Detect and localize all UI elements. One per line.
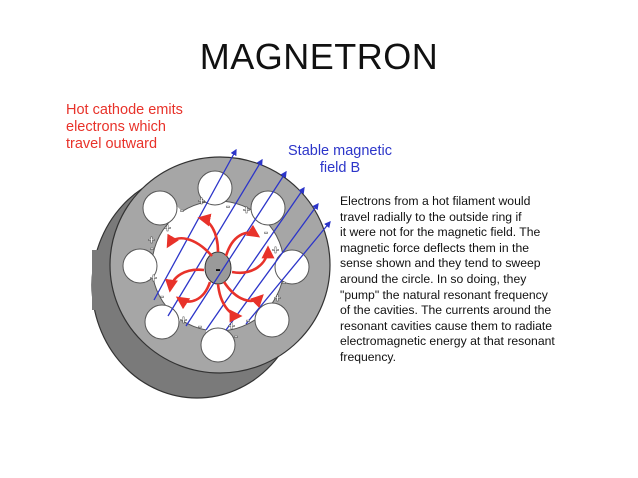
cathode: - [204,251,232,285]
description-line: travel radially to the outside ring if [340,209,522,224]
minus-sign: - [180,203,184,217]
description-line: electromagnetic energy at that resonant [340,334,555,349]
minus-sign: - [246,313,250,327]
electron-path-arrow [216,283,243,323]
electron-path-arrow [231,245,275,275]
field-line-arrow [167,158,263,317]
cavity [122,248,166,284]
cavity [200,320,236,363]
field-label-line: Stable magnetic [288,143,392,159]
electron-paths [165,213,275,323]
description-line: resonant cavities cause them to radiate [340,318,553,333]
page-title: MAGNETRON [199,36,439,77]
description-line: magnetic force deflects them in the [340,240,530,255]
plus-sign: + [180,313,187,327]
field-line-arrow [205,186,305,331]
plus-sign: + [228,319,235,333]
plus-sign: + [198,194,205,208]
plus-sign: + [148,233,155,247]
minus-sign: - [160,289,164,303]
description-line: of the cavities. The currents around the [340,303,552,318]
electron-path-arrow [224,224,261,257]
plus-sign: + [274,291,281,305]
minus-sign: - [234,329,238,343]
plus-sign: + [164,221,171,235]
electron-path-arrow [166,233,213,257]
description-text: Electrons from a hot filament would trav… [340,194,570,366]
plus-sign: + [272,243,279,257]
plus-sign: + [243,203,250,217]
minus-sign: - [264,225,268,239]
electron-path-arrow [165,268,205,293]
field-label-line: field B [319,160,361,176]
cathode-annotation-line: electrons which [66,119,166,135]
plus-sign: + [150,271,157,285]
field-line-arrow [185,170,287,327]
minus-sign: - [226,199,230,213]
electron-path-arrow [175,281,212,310]
charge-signs: + - + - + - + - + - + - + - + - + - [148,194,286,343]
cathode-annotation-line: Hot cathode emits [66,102,183,118]
minus-sign: - [150,241,154,255]
magnetic-field-lines [153,148,331,331]
cathode-sign: - [215,261,220,278]
field-line-arrow [225,202,319,331]
electron-path-arrow [197,213,220,253]
description-line: around the circle. In so doing, they [340,271,527,286]
description-line: "pump" the natural resonant frequency [340,287,548,302]
description-line: it were not for the magnetic field. The [340,225,541,240]
minus-sign: - [282,275,286,289]
description-line: sense shown and they tend to sweep [340,256,541,271]
minus-sign: - [198,319,202,333]
field-line-arrow [153,148,237,301]
description-line: Electrons from a hot filament would [340,194,531,208]
cathode-annotation-line: travel outward [66,136,158,152]
description-line: frequency. [340,349,397,364]
magnetic-field-label: Stable magnetic field B [280,143,400,177]
cathode-annotation: Hot cathode emits electrons which travel… [66,102,226,153]
electron-path-arrow [222,281,264,308]
